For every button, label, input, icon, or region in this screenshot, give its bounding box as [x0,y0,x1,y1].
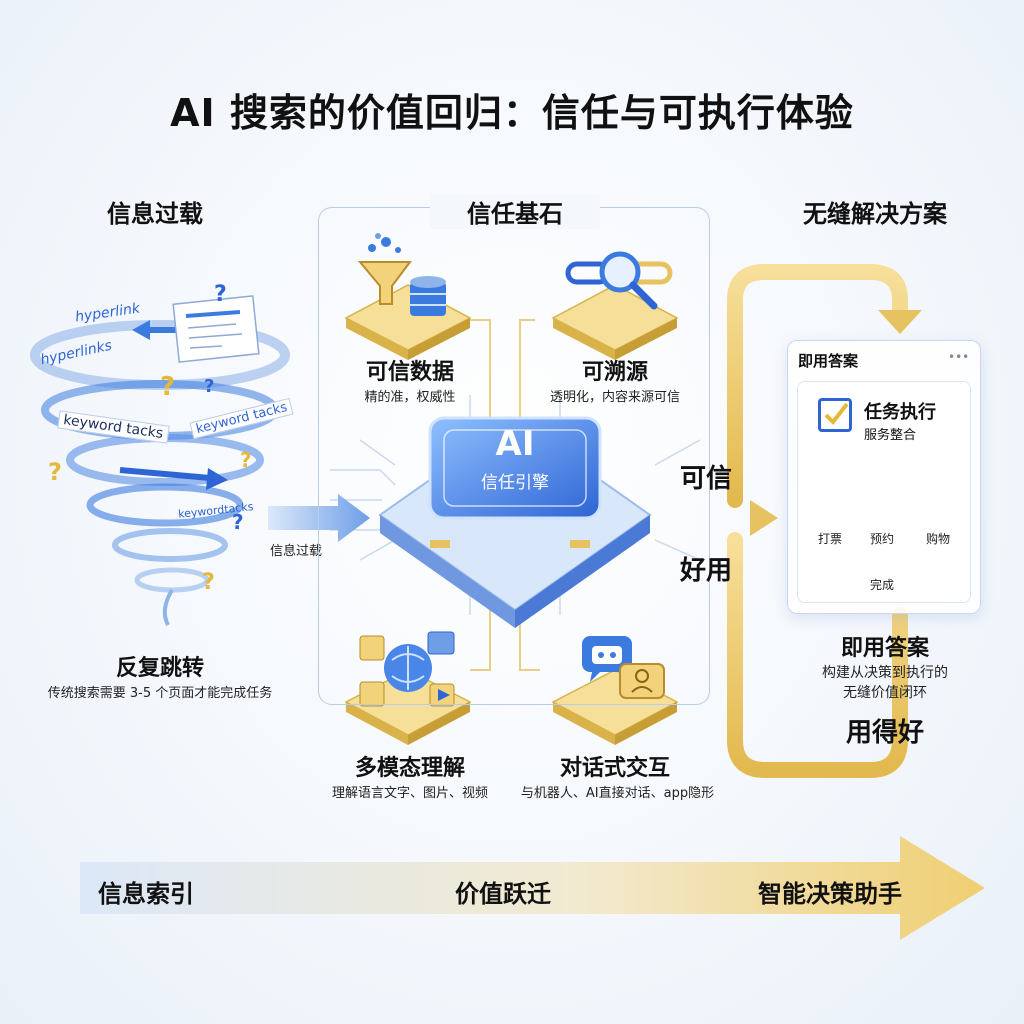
caption-instant-answer-sub2: 无缝价值闭环 [843,685,927,701]
card-trusted-data-sub: 精的准，权威性 [364,390,456,405]
flow-right-arrowhead [750,500,778,536]
stage-label-leap: 价值跃迁 [455,880,551,908]
task-sub: 服务整合 [864,428,917,443]
chain-magnifier-icon [565,251,673,310]
step-done-label: 完成 [869,578,894,592]
question-mark-icon: ? [48,458,62,486]
engine-label-ai: AI [495,424,535,464]
overload-arrow-label: 信息过载 [270,544,323,559]
section-heading-overload: 信息过载 [107,200,203,228]
stage-label-assistant: 智能决策助手 [758,880,902,908]
page-title: AI 搜索的价值回归：信任与可执行体验 [170,91,854,135]
card-traceable-sub: 透明化，内容来源可信 [549,390,680,405]
flow-label-usable: 好用 [680,556,733,586]
stage-label-index: 信息索引 [98,880,194,908]
caption-instant-answer: 即用答案 [840,636,929,661]
caption-instant-answer-sub1: 构建从决策到执行的 [822,665,948,681]
chatbot-icon [582,636,665,699]
card-trusted-data-title: 可信数据 [365,360,454,385]
flow-loop-back [727,532,908,778]
flow-down-arrowhead [878,310,922,334]
caption-repeated-jumps-sub: 传统搜索需要 3-5 个页面才能完成任务 [47,686,273,701]
card-multimodal-title: 多模态理解 [354,756,465,781]
section-heading-seamless: 无缝解决方案 [803,200,947,228]
section-heading-trust: 信任基石 [430,194,600,229]
panel-title: 即用答案 [798,352,859,370]
task-title: 任务执行 [864,402,936,423]
caption-repeated-jumps: 反复跳转 [115,656,204,681]
task-check-icon [818,398,852,432]
question-mark-icon: ? [232,510,244,534]
question-mark-icon: ? [160,372,176,402]
card-multimodal-sub: 理解语言文字、图片、视频 [331,786,488,801]
panel-menu-icon[interactable]: ••• [948,350,970,364]
flow-label-trusted: 可信 [680,464,733,494]
caption-use-well: 用得好 [845,718,924,748]
step-label: 购物 [925,532,950,546]
engine-label-name: 信任引擎 [481,473,549,493]
tornado-illustration [30,320,290,626]
flow-to-panel [727,264,908,508]
question-mark-icon: ? [240,448,252,472]
value-leap-arrow [80,836,985,940]
card-conversational-title: 对话式交互 [559,756,670,781]
ai-trust-engine-chip [378,416,652,628]
step-label: 打票 [817,532,842,546]
step-label: 预约 [869,532,894,546]
document-sheet [172,295,260,363]
question-mark-icon: ? [202,570,215,595]
question-mark-icon: ? [204,376,215,397]
question-mark-icon: ? [214,282,227,307]
overload-arrow [268,494,370,542]
card-conversational-sub: 与机器人、AI直接对话、app隐形 [520,786,715,801]
card-traceable-title: 可溯源 [581,360,648,385]
funnel-database-icon [357,233,446,316]
brain-media-icon [359,631,455,707]
